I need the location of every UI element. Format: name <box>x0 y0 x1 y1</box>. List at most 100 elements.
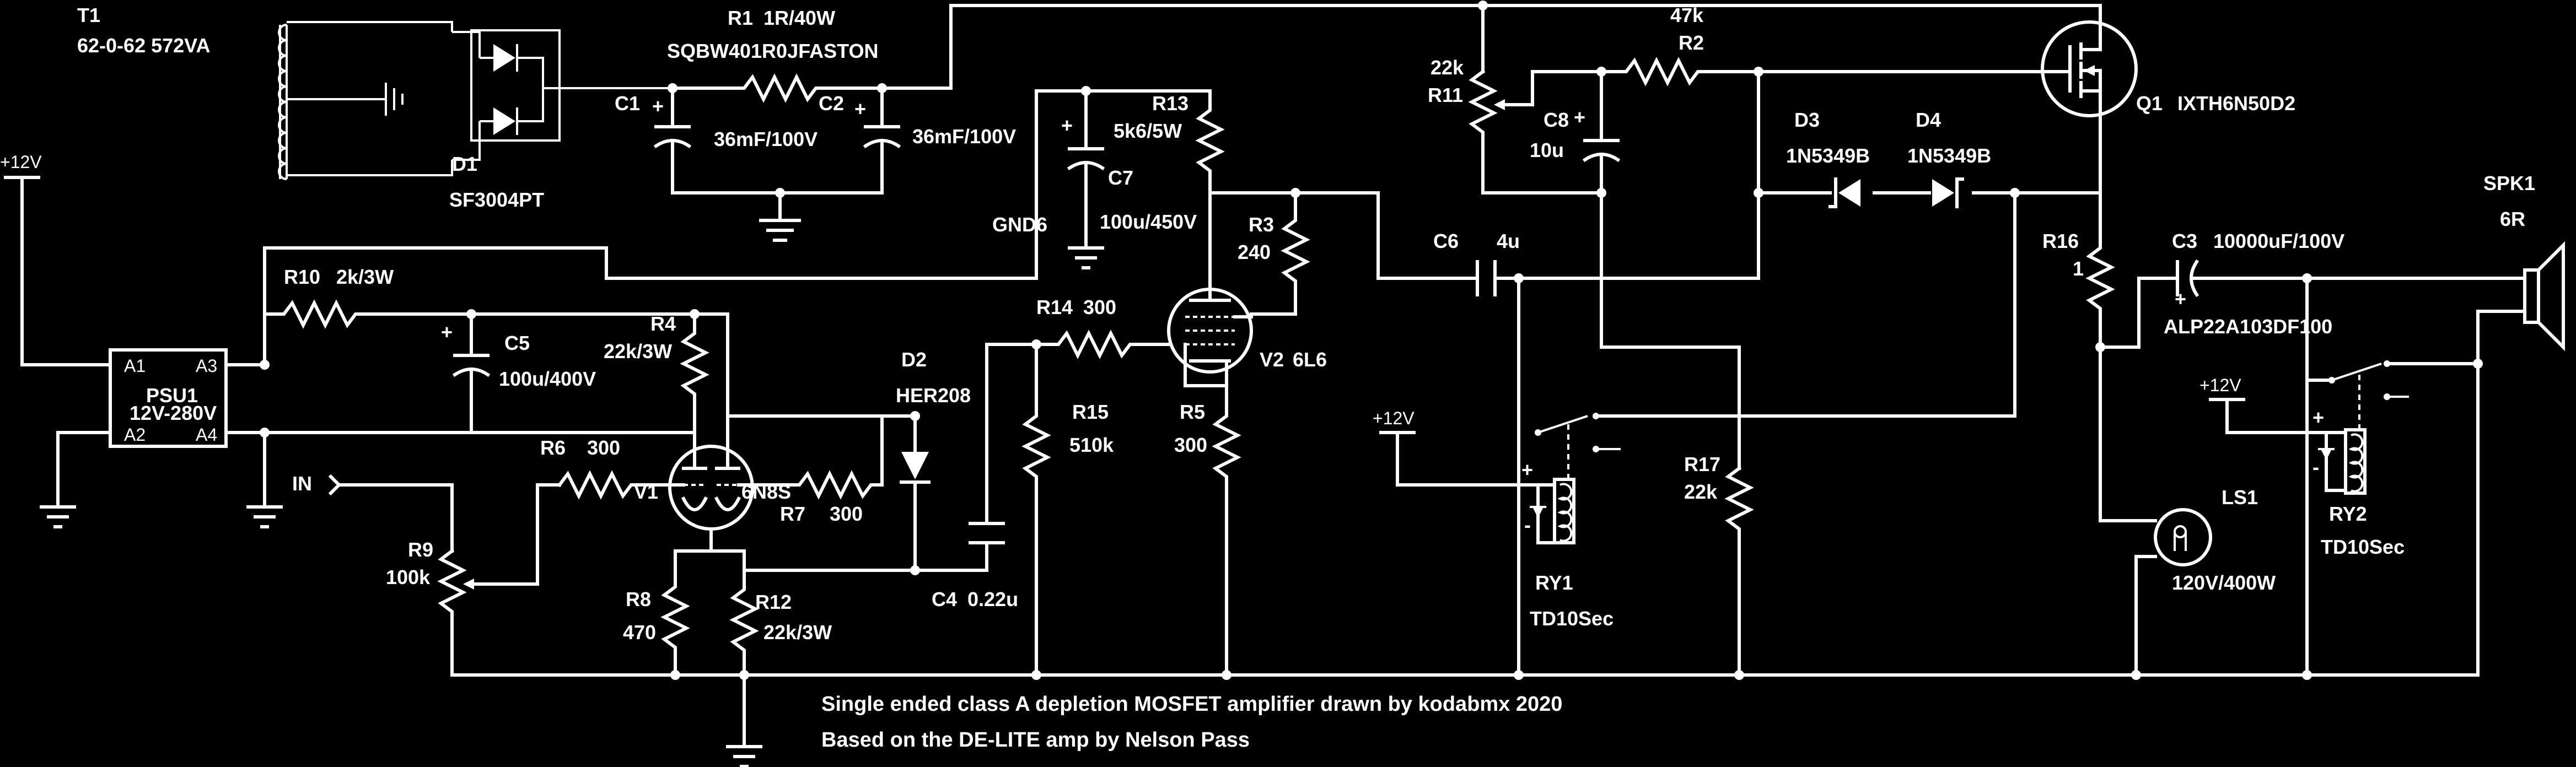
potentiometer-r9[interactable] <box>437 483 561 677</box>
lamp-ls1 <box>2134 508 2212 677</box>
resistor-r4 <box>680 312 709 470</box>
d4-value: 1N5349B <box>1907 144 1991 167</box>
r15-value: 510k <box>1069 434 1114 456</box>
c2-value: 36mF/100V <box>912 125 1016 148</box>
capacitor-c4 <box>969 343 1038 544</box>
ground-symbol-main <box>726 745 762 767</box>
psu1-pin-a1: A1 <box>124 356 146 376</box>
input-connector[interactable]: IN <box>292 472 454 553</box>
r6-value: 300 <box>587 436 620 459</box>
r17-value: 22k <box>1684 480 1718 503</box>
ground-symbol-psu1 <box>40 505 76 528</box>
psu1-value: 12V-280V <box>130 402 217 424</box>
c1-plus: + <box>652 95 664 117</box>
capacitor-c8: + <box>1574 70 1621 349</box>
d1-value: SF3004PT <box>449 188 544 211</box>
vcc-label-ry2: +12V <box>2199 375 2241 395</box>
resistor-r17 <box>1724 466 1754 677</box>
psu1-pin-a2: A2 <box>124 425 146 445</box>
resistor-r12 <box>729 569 759 677</box>
r3-ref: R3 <box>1249 213 1274 236</box>
psu-module-psu1: A1 A3 A2 A4 PSU1 12V-280V <box>109 348 228 448</box>
relay-switch-ry2[interactable] <box>2328 360 2480 430</box>
r10-ref: R10 <box>284 266 320 288</box>
wire-v2-plate <box>1208 191 1479 280</box>
d2-ref: D2 <box>901 348 927 371</box>
vcc-12v-psu: +12V <box>0 152 112 366</box>
mosfet-q1 <box>2038 20 2138 195</box>
potentiometer-r11[interactable] <box>1468 69 1603 195</box>
c2-ref: C2 <box>819 92 844 115</box>
c8-ref: C8 <box>1544 109 1569 131</box>
c4-ref: C4 <box>932 588 957 611</box>
wire-c3 <box>2099 277 2179 349</box>
relay-switch-ry1[interactable] <box>1535 191 2016 479</box>
r13-value: 5k6/5W <box>1114 120 1182 142</box>
c1-ref: C1 <box>615 92 640 115</box>
psu1-pin-a3: A3 <box>196 356 217 376</box>
resistor-r5 <box>1212 384 1241 677</box>
ry1-ref: RY1 <box>1535 571 1573 594</box>
zener-diode-d3 <box>1829 177 1860 208</box>
relay-coil-ry2: + - <box>2225 379 2367 677</box>
c7-plus: + <box>1061 114 1073 137</box>
r16-ref: R16 <box>2042 230 2079 252</box>
r11-value: 22k <box>1430 56 1464 79</box>
ground-symbol-psu <box>759 219 801 242</box>
ry1-minus: - <box>1524 514 1531 536</box>
wire-psu-gnd <box>56 431 112 509</box>
ground-symbol-c5 <box>246 505 283 528</box>
note-line-1: Single ended class A depletion MOSFET am… <box>821 693 1562 716</box>
r12-ref: R12 <box>755 591 792 613</box>
r4-value: 22k/3W <box>604 340 672 363</box>
resistor-r16 <box>2085 191 2115 349</box>
r12-value: 22k/3W <box>763 621 832 644</box>
capacitor-c6 <box>1476 260 1760 296</box>
vcc-12v-ry2: +12V <box>2199 375 2245 434</box>
c1-value: 36mF/100V <box>714 128 818 150</box>
transformer-t1 <box>278 21 453 180</box>
r1-value: 1R/40W <box>763 7 835 29</box>
wire-c4 <box>913 541 988 572</box>
c3-ref: C3 <box>2172 230 2197 252</box>
q1-value: IXTH6N50D2 <box>2177 92 2295 115</box>
resistor-r2 <box>1600 57 2041 280</box>
spk1-ref: SPK1 <box>2483 172 2535 195</box>
c3-part: ALP22A103DF100 <box>2164 315 2332 338</box>
r4-ref: R4 <box>650 312 676 335</box>
wire-v1-cathode <box>674 527 917 572</box>
r1-ref: R1 <box>728 7 753 29</box>
ground-symbol-t1 <box>298 83 404 116</box>
c3-value: 10000uF/100V <box>2213 230 2344 252</box>
v2-value: 6L6 <box>1293 348 1327 371</box>
ls1-ref: LS1 <box>2222 486 2258 509</box>
resistor-r6 <box>557 470 677 500</box>
resistor-r10 <box>263 299 473 366</box>
vcc-label-ry1: +12V <box>1373 408 1415 428</box>
r10-value: 2k/3W <box>336 266 394 288</box>
c8-value: 10u <box>1530 139 1564 161</box>
wire-c1-c2-gnd <box>671 191 884 222</box>
resistor-r15 <box>1021 343 1051 677</box>
c3-plus: + <box>2175 288 2186 310</box>
wire-r17 <box>1600 345 1741 470</box>
capacitor-c5: + <box>441 312 491 434</box>
resistor-r3 <box>1250 191 1310 316</box>
d3-ref: D3 <box>1794 109 1820 131</box>
d3-value: 1N5349B <box>1786 144 1870 167</box>
capacitor-c3: + <box>2175 259 2526 310</box>
c7-ref: C7 <box>1108 166 1133 189</box>
ry2-plus: + <box>2313 406 2324 429</box>
r17-ref: R17 <box>1684 453 1720 476</box>
t1-value: 62-0-62 572VA <box>77 34 211 57</box>
ry2-value: TD10Sec <box>2321 536 2405 558</box>
d4-ref: D4 <box>1916 109 1941 131</box>
c6-value: 4u <box>1497 230 1520 252</box>
resistor-r8 <box>660 549 690 677</box>
relay-coil-ry1: + - <box>1396 431 1575 677</box>
note-line-2: Based on the DE-LITE amp by Nelson Pass <box>821 728 1250 752</box>
bridge-rectifier-d1 <box>452 29 673 161</box>
wire-ls1 <box>2099 345 2157 522</box>
c7-value: 100u/450V <box>1100 210 1197 233</box>
gnd6-ref: GND6 <box>992 213 1047 236</box>
